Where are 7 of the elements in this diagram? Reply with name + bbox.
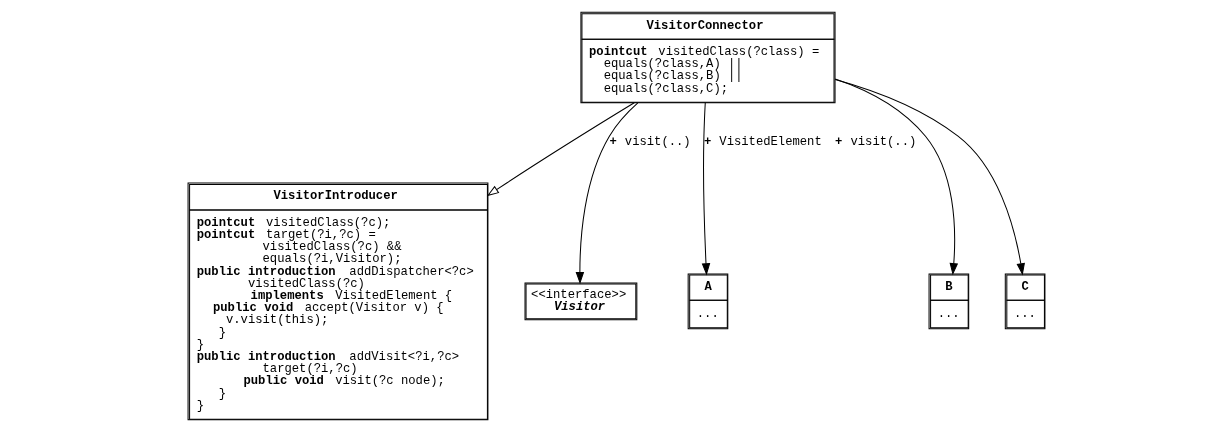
edge-label: + VisitedElement + visit(..) [703, 134, 916, 149]
arrow [834, 78, 958, 276]
arrow [575, 102, 638, 285]
arrow [701, 102, 710, 276]
arrow [834, 79, 1025, 276]
arrow [486, 102, 635, 197]
edge-label: + visit(..) [608, 134, 691, 149]
